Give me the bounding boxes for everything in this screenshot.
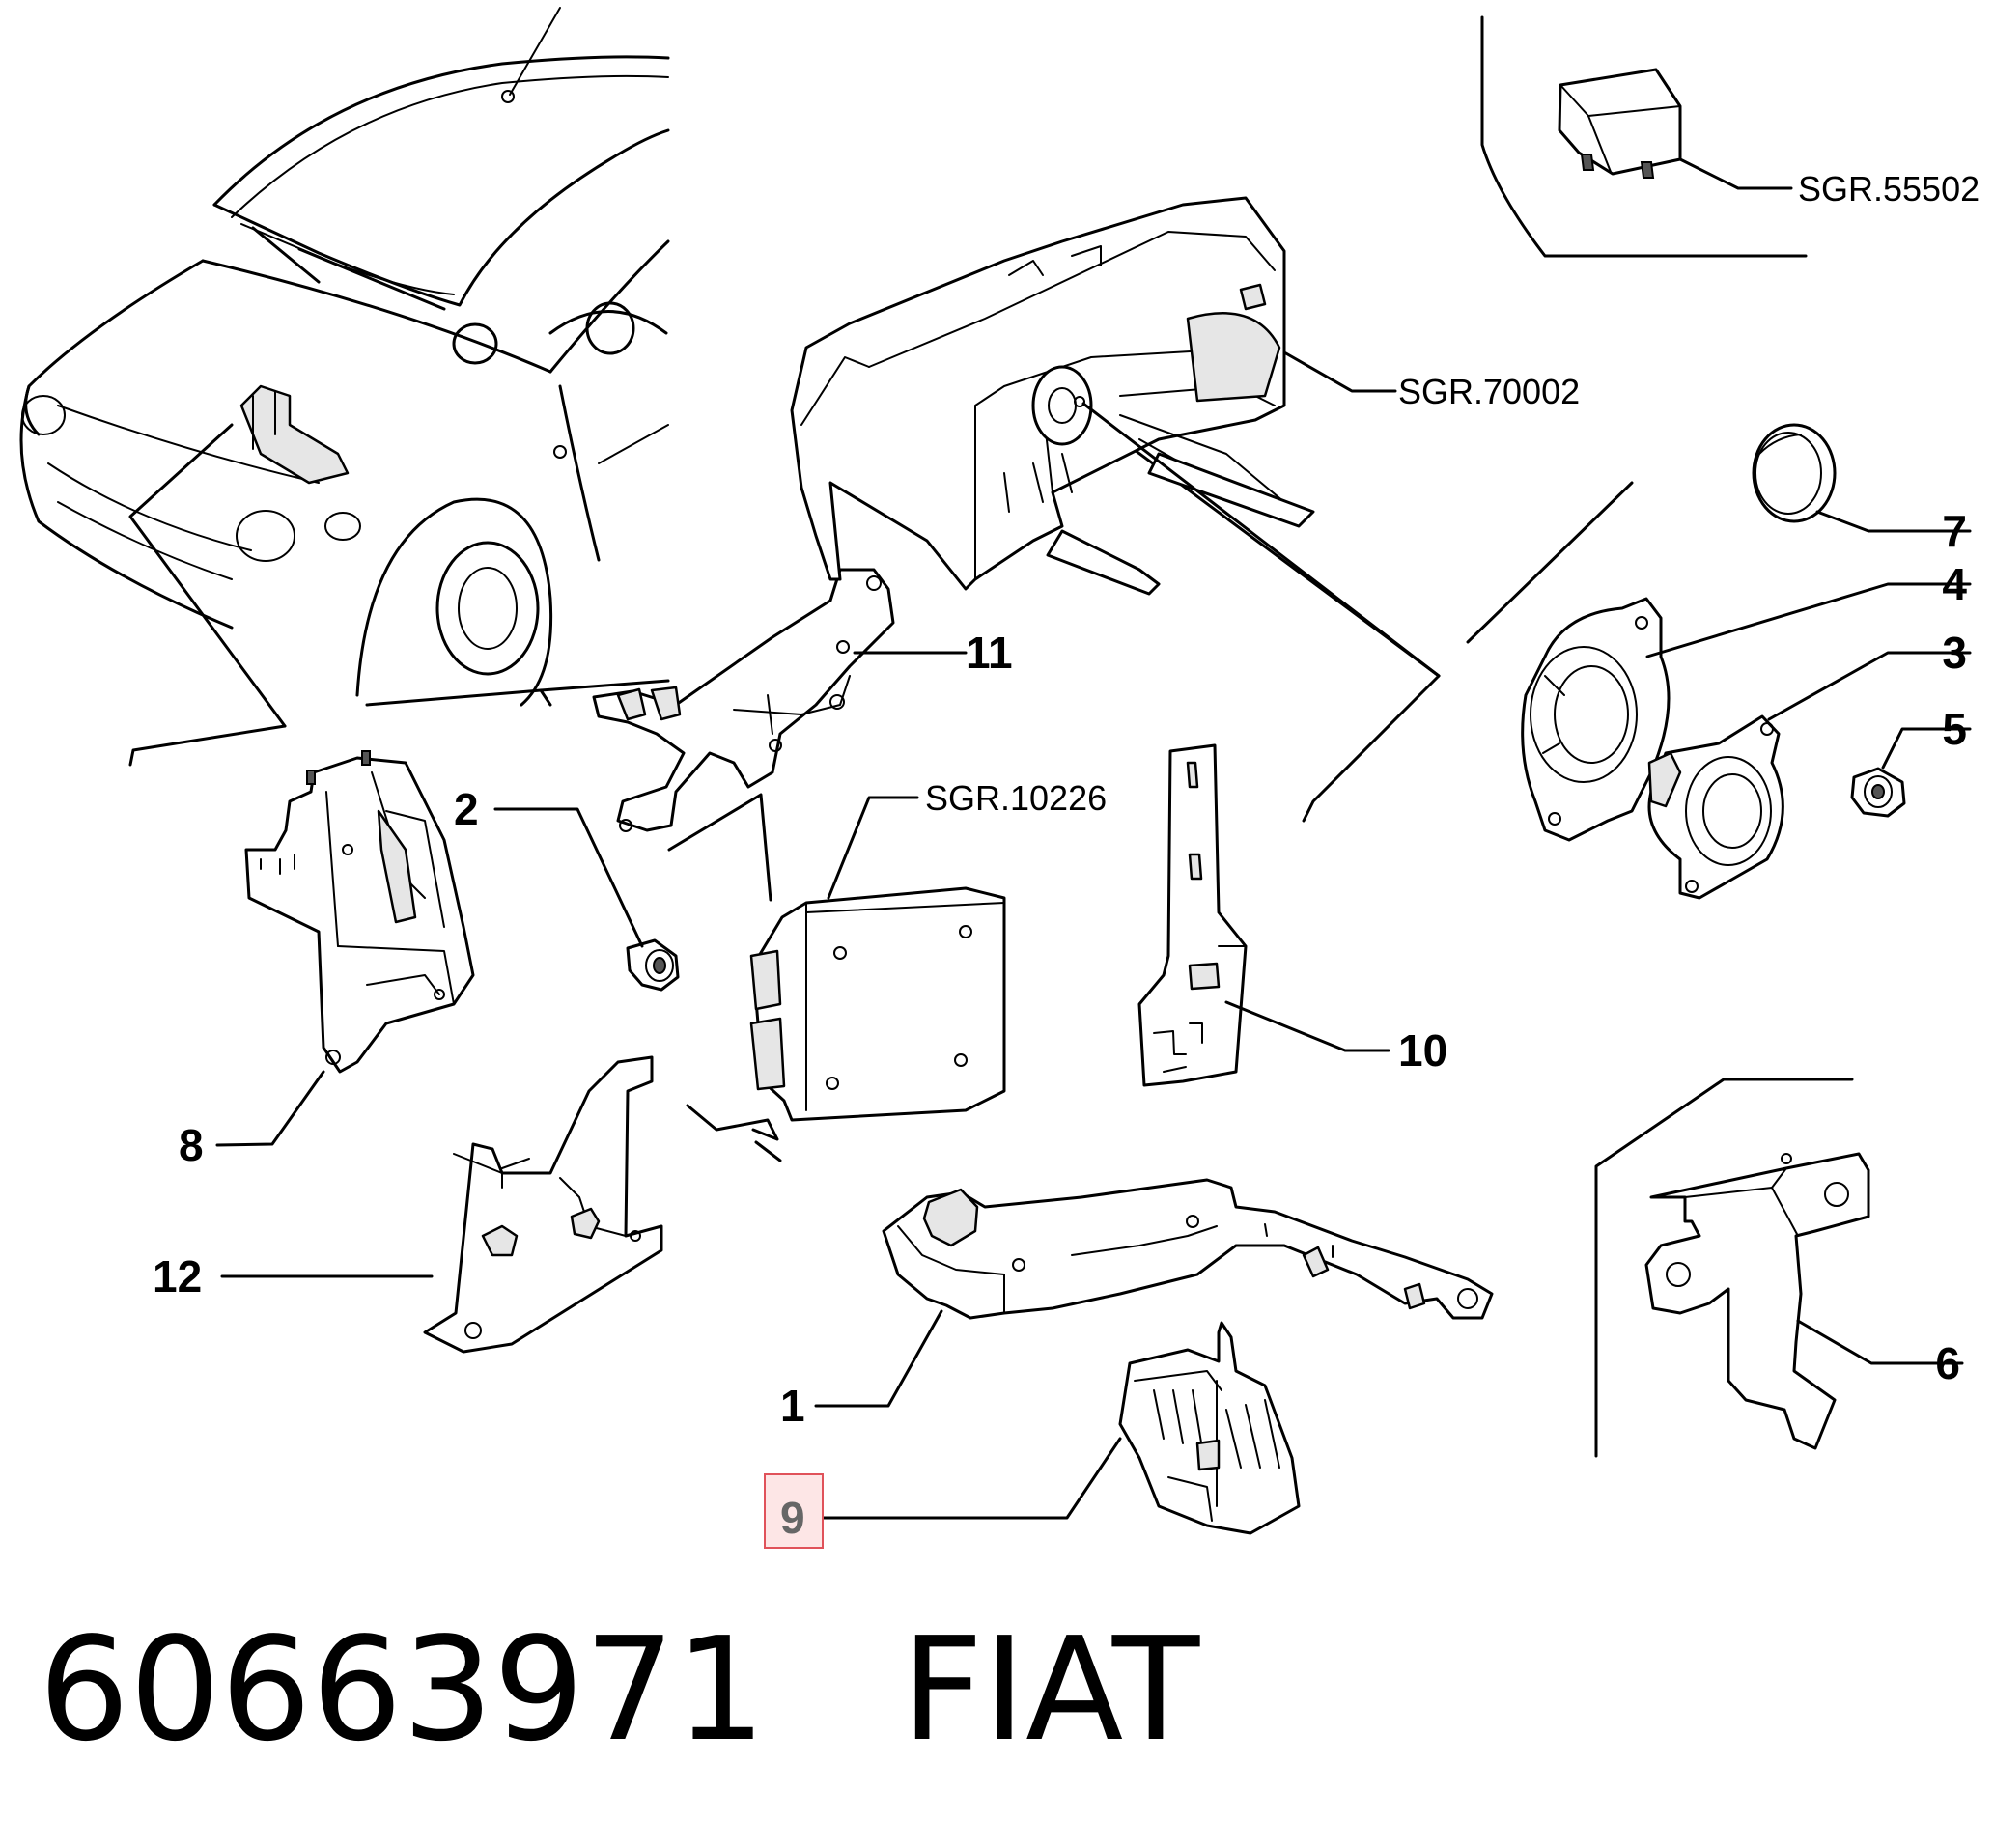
ref-sgr10226: SGR.10226	[925, 778, 1107, 818]
part-5-nut	[1850, 767, 1906, 818]
part-6-inset	[1594, 1078, 1870, 1458]
ref-sgr70002: SGR.70002	[1398, 372, 1580, 411]
part-8-bracket	[244, 750, 475, 1074]
leader-sgr70002	[1282, 350, 1397, 393]
control-unit	[749, 886, 1006, 1122]
part-3-flange	[1647, 714, 1784, 900]
dashboard-assembly	[790, 196, 1315, 596]
leader-5	[1881, 727, 1972, 770]
leader-2	[493, 807, 644, 948]
part-12-bracket	[423, 1055, 663, 1354]
leader-dashboard-inner	[1081, 402, 1441, 678]
callout-2: 2	[454, 784, 479, 834]
car-illustration	[19, 7, 670, 707]
part-9-module	[1118, 1321, 1301, 1535]
part-number: 60663971	[39, 1607, 767, 1773]
leader-1	[814, 1309, 943, 1408]
leader-9	[819, 1437, 1122, 1520]
part-4-flange	[1521, 597, 1671, 842]
relay-inset	[1480, 15, 1808, 258]
leader-10	[1224, 1000, 1390, 1052]
part-10-bracket	[1137, 743, 1248, 1087]
part-7-cap	[1752, 423, 1837, 523]
callout-9: 9	[780, 1493, 805, 1543]
leader-6	[1796, 1319, 1964, 1365]
callout-11: 11	[966, 628, 1013, 678]
callout-6: 6	[1935, 1338, 1960, 1388]
leader-sgr55502	[1678, 157, 1793, 190]
callout-5: 5	[1942, 704, 1967, 754]
part-2-grommet	[626, 938, 680, 992]
zoom-lines-center	[667, 423, 1634, 1162]
callout-8: 8	[179, 1120, 204, 1170]
callout-1: 1	[780, 1381, 805, 1431]
ref-sgr55502: SGR.55502	[1798, 169, 1980, 209]
leader-8	[215, 1070, 325, 1147]
part-1-bracket	[882, 1178, 1494, 1320]
zoom-lines-car	[128, 423, 287, 767]
leader-4	[1645, 582, 1972, 658]
leader-7	[1815, 510, 1972, 533]
part-11-bracket	[592, 568, 895, 832]
callout-12: 12	[153, 1251, 202, 1302]
callout-9-highlight	[764, 1473, 824, 1549]
callout-10: 10	[1398, 1025, 1447, 1076]
footer: 60663971 FIAT	[39, 1612, 1199, 1767]
callout-7: 7	[1942, 506, 1967, 556]
callout-3: 3	[1942, 628, 1967, 678]
leader-3	[1767, 651, 1972, 721]
callout-4: 4	[1942, 559, 1967, 609]
brand-name: FIAT	[901, 1607, 1200, 1773]
leader-sgr10226	[827, 796, 919, 900]
